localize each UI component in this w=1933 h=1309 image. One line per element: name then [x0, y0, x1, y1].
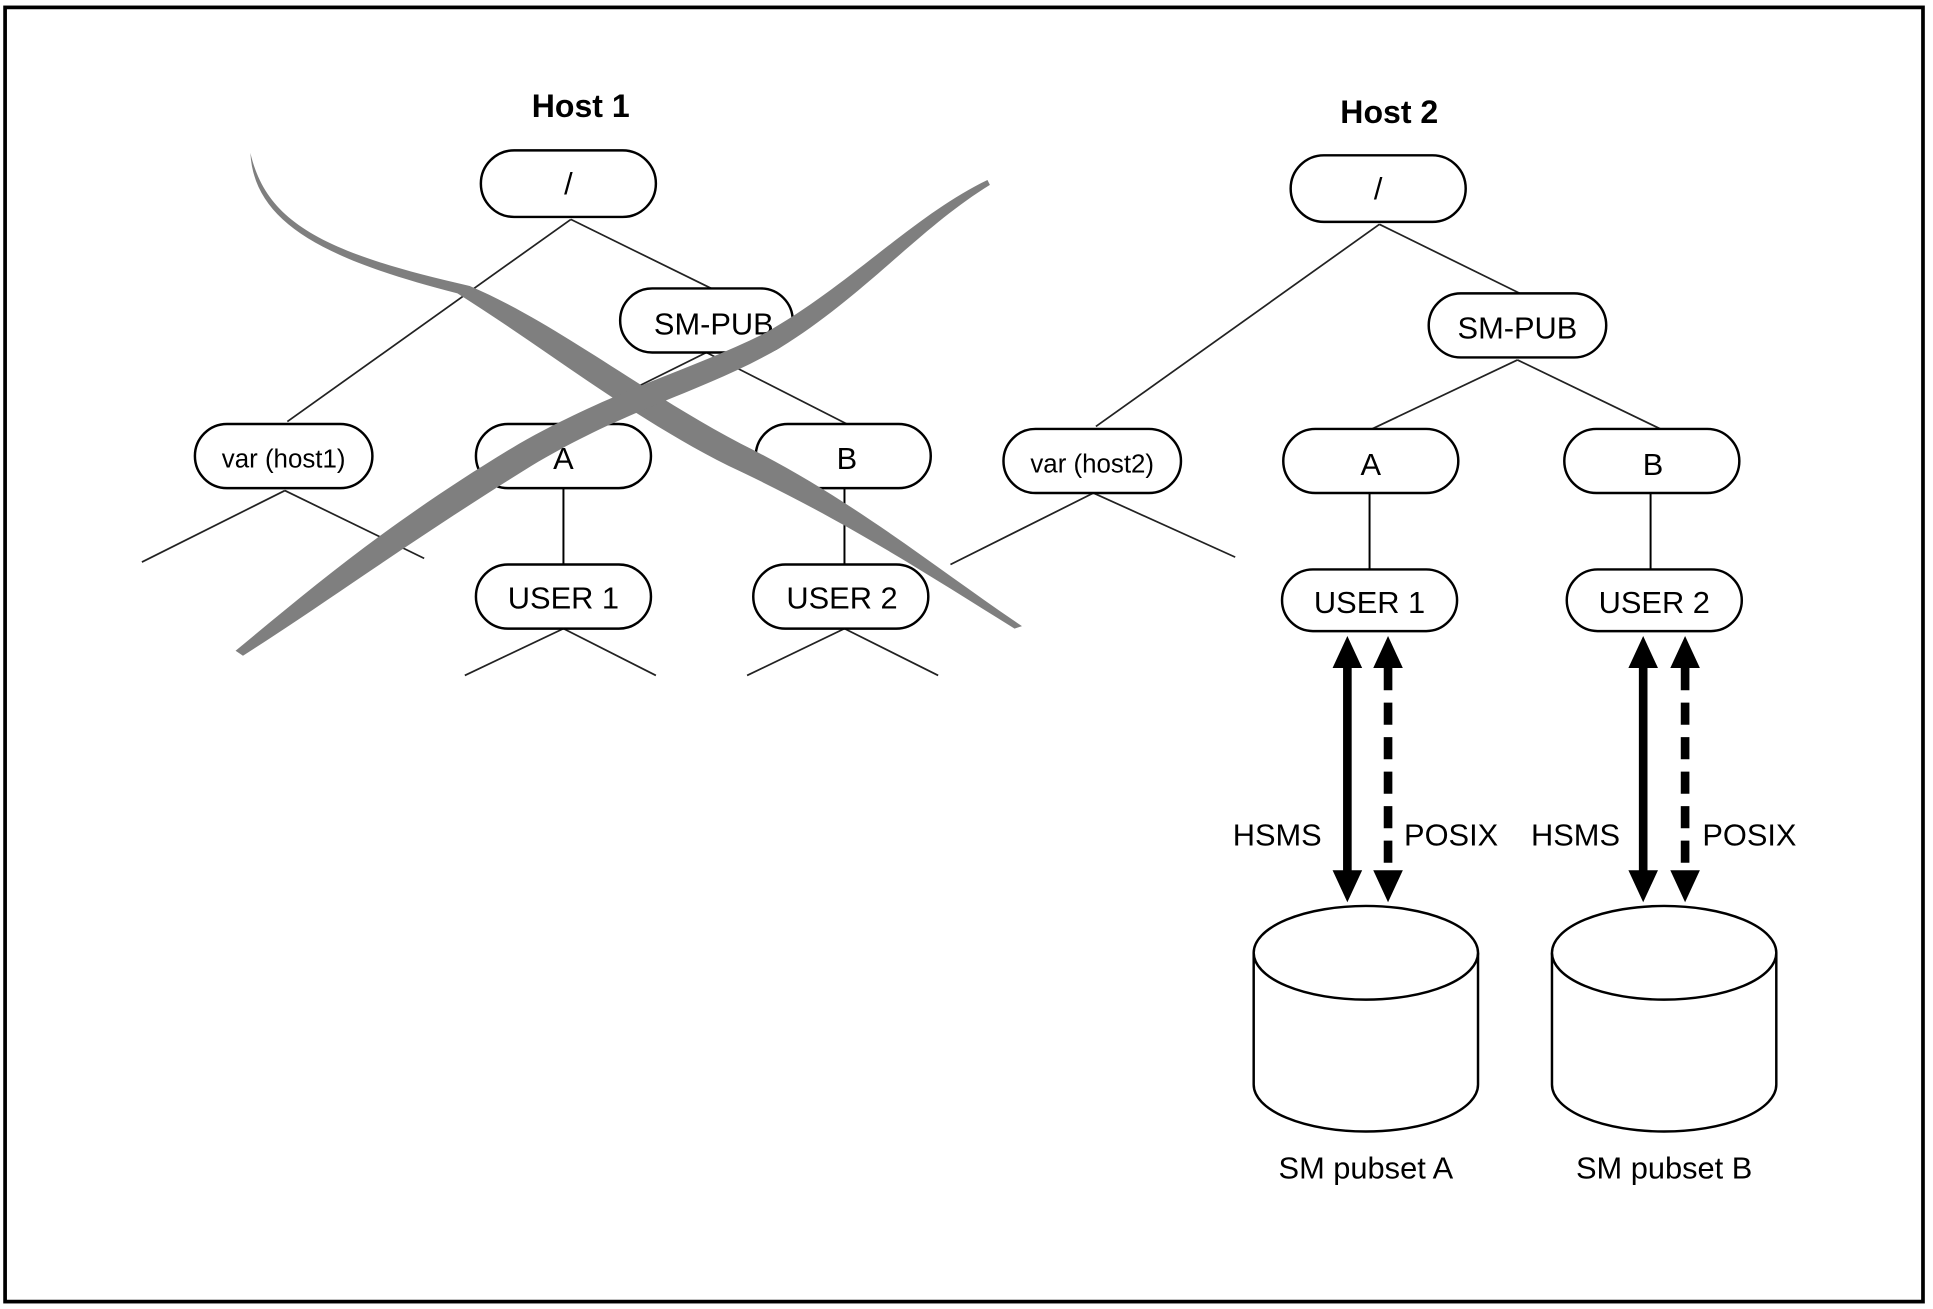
edge-root-smpub2 — [1379, 223, 1521, 295]
edge-smpub-a2 — [1371, 359, 1518, 430]
host1-node-b-label: B — [837, 441, 858, 476]
host1-node-user1: USER 1 — [474, 563, 653, 630]
link-group-a: HSMS POSIX — [1233, 636, 1498, 903]
hsms-arrow-a-head-up — [1332, 636, 1363, 669]
edge-smpub-b2 — [1517, 359, 1661, 430]
cross-stroke-ascending — [235, 179, 990, 656]
host2-node-b: B — [1563, 427, 1741, 495]
host1-node-var-label: var (host1) — [222, 446, 346, 474]
host1-node-smpub: SM-PUB — [618, 287, 794, 354]
host1-node-var: var (host1) — [193, 422, 374, 490]
host2-node-a: A — [1282, 427, 1460, 495]
posix-arrow-b-head-down — [1670, 870, 1700, 903]
posix-label-a: POSIX — [1404, 818, 1498, 853]
edge-user1-left-h1 — [464, 627, 564, 677]
host1-tree: Host 1 / SM-PUB var (host1) A — [141, 88, 1022, 677]
host2-node-user1-label: USER 1 — [1314, 585, 1425, 620]
edge-var2-left — [950, 492, 1094, 566]
hsms-arrow-b-head-down — [1628, 870, 1658, 903]
host1-node-root-label: / — [564, 166, 573, 201]
host2-node-user2: USER 2 — [1565, 568, 1744, 633]
host2-node-user2-label: USER 2 — [1599, 585, 1710, 620]
edge-root-smpub1 — [570, 218, 712, 290]
edge-user1-right-h1 — [563, 627, 657, 677]
host2-title: Host 2 — [1340, 94, 1438, 130]
posix-arrow-b-head-up — [1670, 636, 1700, 669]
host2-node-var: var (host2) — [1002, 427, 1183, 495]
hsms-arrow-a-head-down — [1332, 870, 1363, 903]
host2-node-smpub: SM-PUB — [1427, 292, 1608, 359]
edge-user2-left-h1 — [746, 627, 845, 677]
hsms-arrow-b-head-up — [1628, 636, 1658, 669]
posix-label-b: POSIX — [1702, 818, 1796, 853]
host1-cross-out-mark — [235, 152, 1022, 656]
host1-node-user1-label: USER 1 — [508, 580, 619, 615]
pubset-a-cylinder-icon: SM pubset A — [1252, 904, 1480, 1185]
host2-node-smpub-label: SM-PUB — [1458, 310, 1578, 345]
hsms-label-b: HSMS — [1531, 818, 1620, 853]
posix-arrow-a-head-up — [1373, 636, 1403, 669]
edge-var1-left — [141, 489, 286, 563]
host2-node-root-label: / — [1374, 171, 1383, 206]
edge-root-var1 — [286, 218, 572, 423]
pubset-a-label: SM pubset A — [1279, 1150, 1454, 1185]
edge-user2-right-h1 — [844, 627, 939, 677]
pubset-b-label: SM pubset B — [1576, 1150, 1752, 1185]
host1-node-user2-label: USER 2 — [786, 580, 897, 615]
host1-node-user2: USER 2 — [752, 563, 930, 630]
edge-root-var2 — [1095, 223, 1380, 428]
edge-var2-right — [1093, 492, 1236, 558]
host2-node-var-label: var (host2) — [1030, 451, 1154, 479]
host1-title: Host 1 — [532, 88, 630, 124]
host1-node-root: / — [479, 149, 658, 219]
hsms-label-a: HSMS — [1233, 818, 1322, 853]
host1-node-smpub-label: SM-PUB — [654, 307, 774, 342]
host2-node-b-label: B — [1643, 447, 1664, 482]
posix-arrow-a-head-down — [1373, 870, 1403, 903]
host2-node-root: / — [1289, 154, 1467, 224]
host2-node-user1: USER 1 — [1280, 568, 1459, 633]
pubset-b-cylinder-icon: SM pubset B — [1550, 904, 1778, 1185]
host2-tree: Host 2 / SM-PUB var (host2) A B USE — [1002, 94, 1796, 1185]
link-group-b: HSMS POSIX — [1531, 636, 1796, 903]
host2-node-a-label: A — [1361, 447, 1382, 482]
